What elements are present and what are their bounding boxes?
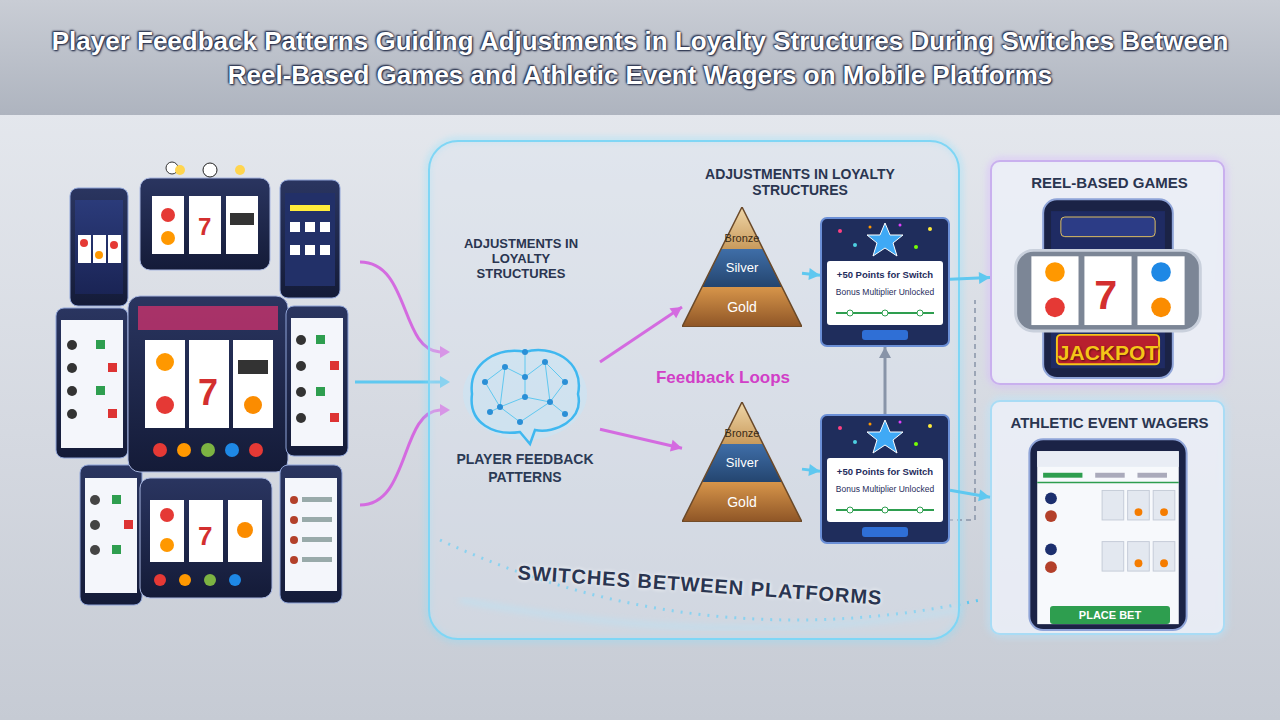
free-label: PLACE BET	[1050, 606, 1170, 624]
node-text: REEL-BASED GAMES	[992, 174, 1227, 191]
node-text: Bonus Multiplier Unlocked	[828, 287, 942, 297]
svg-text:7: 7	[198, 213, 211, 240]
diagram-title: Player Feedback Patterns Guiding Adjustm…	[30, 24, 1250, 92]
node-text: Bonus Multiplier Unlocked	[828, 484, 942, 494]
node-text: +50 Points for Switch	[828, 269, 942, 280]
node-text: Silver	[702, 455, 782, 470]
node-box: BronzeSilverGold	[682, 402, 802, 522]
reward-card	[820, 414, 950, 544]
node-text: PLAYER FEEDBACK PATTERNS	[450, 450, 600, 486]
title-band: Player Feedback Patterns Guiding Adjustm…	[0, 0, 1280, 115]
svg-text:7: 7	[198, 372, 218, 413]
reward-card	[820, 217, 950, 347]
node-text: Gold	[692, 494, 792, 510]
brain-network	[450, 332, 600, 492]
node-box: ATHLETIC EVENT WAGERS	[990, 400, 1225, 635]
free-label: JACKPOT	[1052, 341, 1164, 365]
node-text: Gold	[692, 299, 792, 315]
node-text: Bronze	[712, 232, 772, 244]
node-box: SWITCHES BETWEEN PLATFORMS PLAYER FEEDBAC…	[428, 140, 960, 640]
arrow-head	[978, 489, 990, 501]
betting-phone	[992, 402, 1223, 633]
node-text: Silver	[702, 260, 782, 275]
free-label: Feedback Loops	[648, 368, 798, 388]
svg-text:7: 7	[1094, 272, 1117, 318]
arrow-head	[979, 272, 990, 284]
node-box: +50 Points for SwitchBonus Multiplier Un…	[820, 217, 950, 347]
node-text: ATHLETIC EVENT WAGERS	[992, 414, 1227, 431]
node-box: BronzeSilverGold	[682, 207, 802, 327]
node-text: +50 Points for Switch	[828, 466, 942, 477]
phone-cluster: 7 7 7	[56, 162, 348, 605]
free-label: ADJUSTMENTS IN LOYALTY STRUCTURES	[446, 236, 596, 281]
node-text: Bronze	[712, 427, 772, 439]
node-box: +50 Points for SwitchBonus Multiplier Un…	[820, 414, 950, 544]
svg-text:7: 7	[198, 521, 212, 551]
node-text: SWITCHES BETWEEN PLATFORMS	[510, 561, 891, 610]
node-box: PLAYER FEEDBACK PATTERNS	[450, 332, 600, 492]
free-label: ADJUSTMENTS IN LOYALTY STRUCTURES	[690, 166, 910, 198]
